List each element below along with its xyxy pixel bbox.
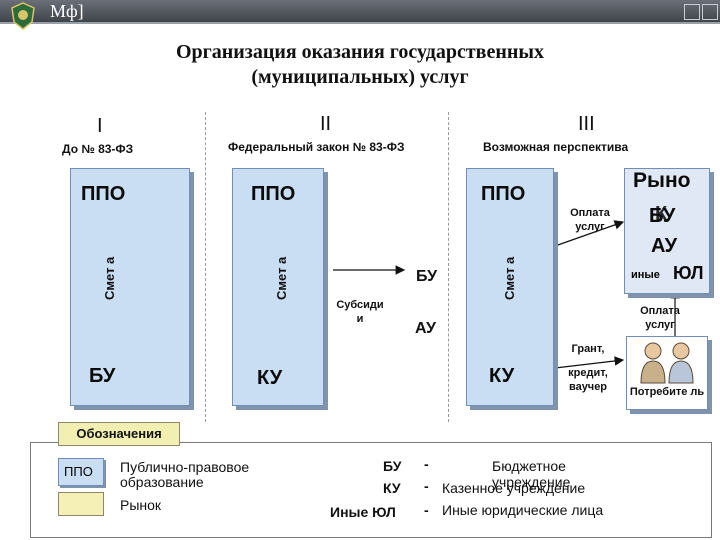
market-title: Рыно — [633, 169, 691, 192]
legend-frame — [30, 442, 712, 538]
consumer-box: Потребите ль — [626, 336, 708, 410]
grant-arrow — [554, 356, 625, 369]
window-button[interactable] — [702, 4, 718, 20]
title-line-2: (муниципальных) услуг — [251, 66, 469, 88]
column-heading-1: До № 83-ФЗ — [62, 142, 134, 156]
legend-bu-text: Бюджетное учреждение — [492, 458, 571, 490]
legend-dash: - — [424, 478, 429, 494]
ppo-box: ППО Смет а КУ — [466, 168, 554, 406]
legend-ku-text: Казенное учреждение — [442, 480, 586, 496]
legend-ppo-text: Публично-правовое образование — [120, 459, 250, 490]
au-label: АУ — [415, 320, 436, 337]
column-number-3: III — [578, 113, 595, 135]
legend-dash: - — [424, 502, 429, 518]
ministry-logo-text: Мф] — [50, 1, 84, 21]
ppo-label: ППО — [481, 183, 526, 205]
bu-label: БУ — [89, 365, 116, 387]
window-button[interactable] — [684, 4, 700, 20]
market-ku-label: К — [655, 203, 668, 225]
column-heading-2: Федеральный закон № 83-ФЗ — [228, 140, 405, 154]
column-divider — [448, 112, 449, 422]
ku-label: КУ — [257, 367, 283, 389]
consumer-label: Потребите ль — [629, 386, 705, 398]
market-bu-label: БУ — [649, 205, 676, 227]
grant-label: Грант, — [571, 343, 605, 355]
legend-ppo-swatch: ППО — [58, 458, 104, 486]
ppo-label: ППО — [251, 183, 296, 205]
smeta-label: Смет а — [502, 256, 517, 300]
legend-yul-symbol: Иные ЮЛ — [330, 504, 396, 520]
column-divider — [205, 112, 206, 422]
market-other-small-label: иные — [631, 269, 660, 281]
bu-label: БУ — [416, 268, 438, 285]
page-title: Организация оказания государственных (му… — [60, 40, 660, 90]
column-heading-3: Возможная перспектива — [483, 140, 629, 154]
legend-dash: - — [424, 456, 429, 472]
ppo-box: ППО Смет а БУ — [70, 168, 190, 406]
legend-ku-symbol: КУ — [383, 480, 401, 496]
ppo-box: ППО Смет а КУ — [232, 168, 324, 406]
window-title-bar — [0, 0, 720, 24]
legend-yul-text: Иные юридические лица — [442, 502, 604, 518]
market-box: Рыно БУ К АУ иные ЮЛ — [624, 168, 710, 294]
ku-label: КУ — [489, 365, 515, 387]
subsidies-label: Субсиди и — [336, 299, 384, 325]
legend-market-text: Рынок — [120, 497, 162, 513]
payment-label: Оплата услуг — [570, 207, 610, 233]
consumer-payment-label: Оплата услуг — [640, 305, 680, 331]
column-number-2: II — [320, 113, 332, 135]
credit-label: кредит, ваучер — [568, 367, 608, 393]
legend-title: Обозначения — [58, 422, 180, 446]
ministry-emblem-icon — [11, 2, 35, 30]
legend-market-swatch — [58, 492, 104, 516]
title-line-1: Организация оказания государственных — [175, 41, 545, 63]
legend-bu-symbol: БУ — [383, 458, 402, 474]
consumer-icon — [640, 342, 694, 384]
ppo-label: ППО — [81, 183, 126, 205]
legend-ppo-symbol: ППО — [64, 464, 93, 479]
market-other-label: ЮЛ — [673, 263, 704, 283]
payment-arrow — [554, 220, 625, 247]
column-number-1: I — [97, 115, 103, 137]
market-au-label: АУ — [651, 235, 678, 257]
